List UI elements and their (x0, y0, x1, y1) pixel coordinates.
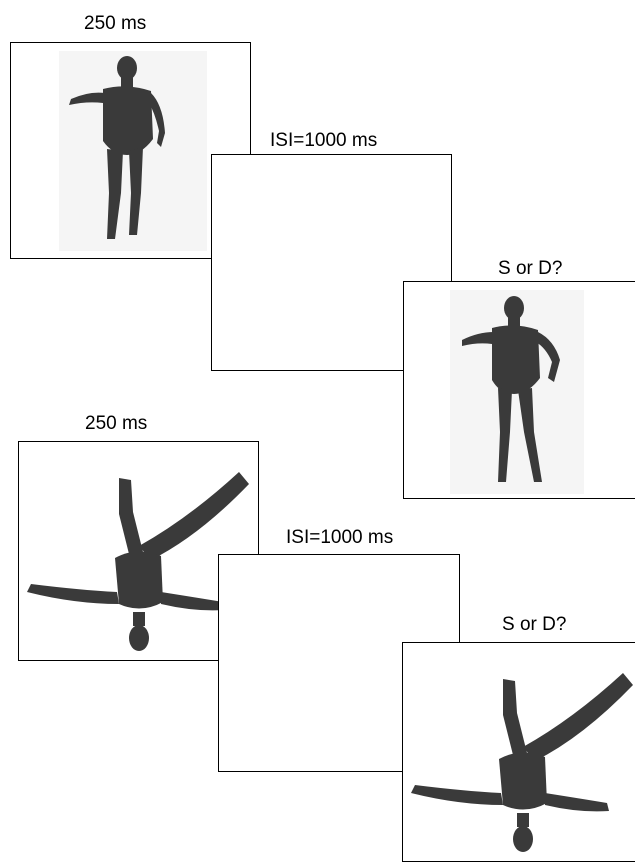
bottom-first-duration-label: 250 ms (85, 413, 148, 434)
top-first-stimulus-frame (10, 42, 251, 259)
top-first-duration-label: 250 ms (84, 13, 147, 34)
top-prompt-label: S or D? (498, 258, 563, 279)
top-isi-label: ISI=1000 ms (270, 130, 378, 151)
inverted-figure-icon (27, 472, 249, 651)
bottom-test-stimulus-frame (402, 642, 635, 862)
bottom-isi-label: ISI=1000 ms (286, 527, 394, 548)
upright-figure-icon (59, 51, 207, 251)
bottom-prompt-label: S or D? (502, 614, 567, 635)
upright-test-figure-icon (450, 290, 584, 494)
top-test-stimulus-frame (403, 281, 635, 499)
inverted-test-figure-icon (411, 673, 633, 852)
